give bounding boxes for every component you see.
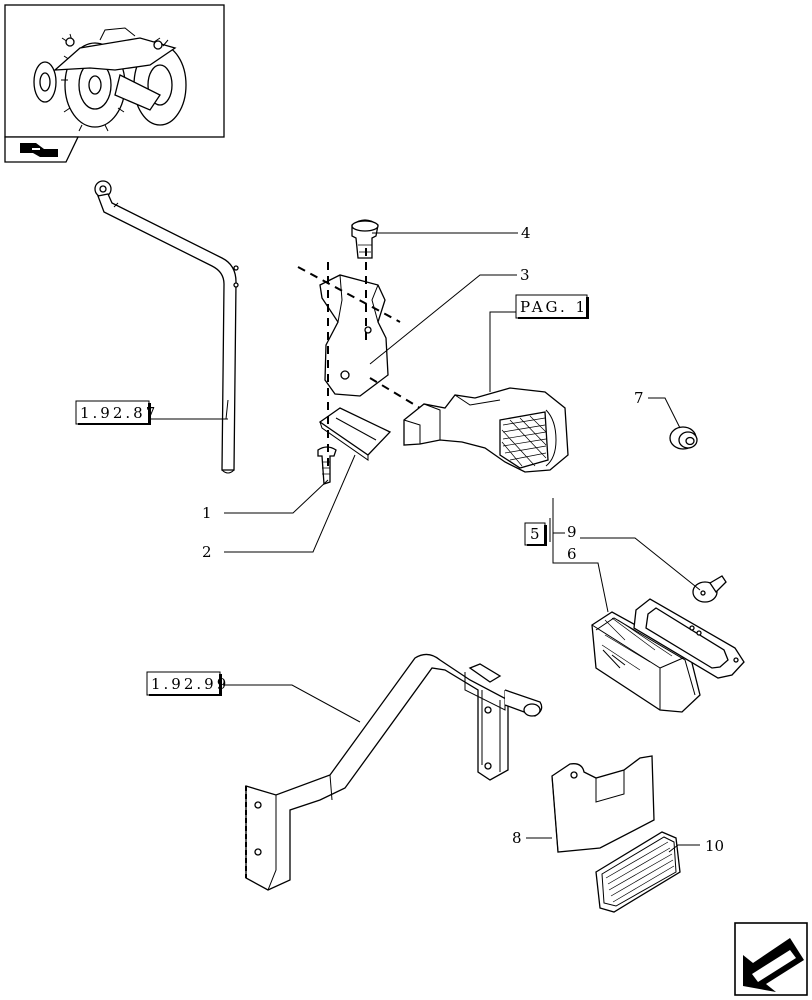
reflector-bracket bbox=[551, 755, 655, 853]
reference-label-1-92-87: 1.92.87 bbox=[80, 404, 158, 422]
callout-4: 4 bbox=[521, 224, 531, 242]
tractor-thumbnail-icon[interactable] bbox=[4, 4, 225, 138]
work-lamp bbox=[403, 387, 569, 473]
reference-label-5: 5 bbox=[530, 525, 540, 543]
lamp-gasket bbox=[633, 598, 745, 679]
reference-label-pag-1: PAG. 1 bbox=[520, 298, 588, 316]
clamp-plate bbox=[318, 407, 392, 461]
license-lamp bbox=[591, 611, 701, 713]
callout-7: 7 bbox=[634, 389, 644, 407]
grommet bbox=[669, 426, 698, 450]
callout-3: 3 bbox=[520, 266, 530, 284]
callout-9: 9 bbox=[567, 523, 577, 541]
reference-label-1-92-99: 1.92.99 bbox=[151, 675, 229, 693]
section-arrow-icon[interactable] bbox=[4, 136, 80, 163]
reference-box-5[interactable]: 5 bbox=[524, 522, 547, 546]
reference-box-1-92-87[interactable]: 1.92.87 bbox=[75, 399, 229, 425]
mounting-bracket bbox=[319, 274, 389, 397]
reference-box-pag-1[interactable]: PAG. 1 bbox=[515, 294, 589, 319]
reference-box-1-92-99[interactable]: 1.92.99 bbox=[146, 671, 229, 696]
curved-rod bbox=[94, 180, 239, 474]
callout-2: 2 bbox=[202, 543, 212, 561]
callout-10: 10 bbox=[705, 837, 724, 855]
bulb bbox=[692, 575, 727, 603]
knob bbox=[351, 219, 379, 259]
callout-6: 6 bbox=[567, 545, 577, 563]
callout-8: 8 bbox=[512, 829, 522, 847]
callout-1: 1 bbox=[202, 504, 212, 522]
back-arrow-icon[interactable] bbox=[734, 922, 808, 996]
reflector bbox=[595, 831, 681, 913]
support-frame bbox=[245, 653, 543, 891]
